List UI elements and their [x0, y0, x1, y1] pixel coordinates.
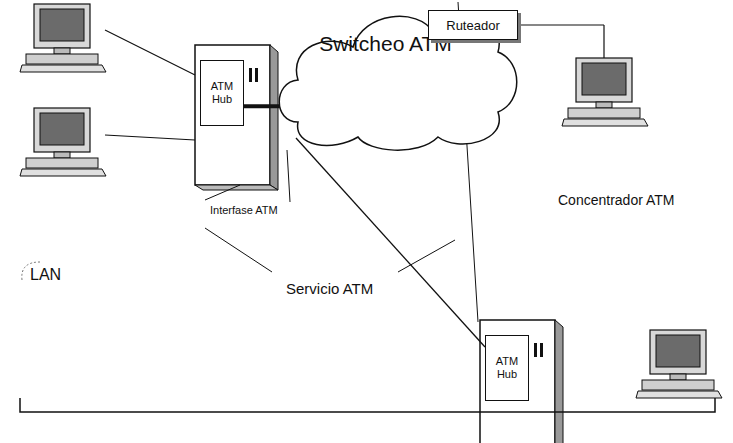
node-text: ATM Hub: [488, 355, 526, 380]
computer-icon: [20, 108, 106, 176]
hub-mark: [249, 68, 252, 82]
hub-mark: [534, 343, 537, 357]
computer-icon: [562, 58, 648, 126]
interface-label: Interfase ATM: [208, 204, 280, 216]
lan-label: LAN: [28, 266, 63, 284]
bracket-line: [205, 185, 240, 200]
bracket-line: [287, 150, 290, 202]
hub-tower-side: [555, 320, 563, 443]
wire: [105, 135, 195, 140]
lan-bracket: [20, 398, 715, 412]
node-text: ATM Hub: [203, 80, 241, 105]
service-label: Servicio ATM: [284, 280, 375, 297]
hub-module: ATM Hub: [200, 60, 244, 126]
wire: [105, 30, 195, 75]
bracket-line: [205, 228, 272, 272]
wire: [520, 24, 604, 25]
hub-tower: [195, 45, 270, 185]
hub-tower-base: [195, 185, 278, 190]
node-text: Ruteador: [446, 18, 499, 33]
bracket-line: [398, 240, 455, 272]
computer-icon: [20, 4, 106, 72]
router-box: Ruteador: [428, 10, 518, 40]
hub-tower: [480, 320, 555, 443]
hub-tower-side: [270, 45, 278, 190]
hub-mark: [255, 68, 258, 82]
link-line: [296, 138, 485, 347]
concentrator-label: Concentrador ATM: [556, 192, 676, 208]
wire: [603, 25, 604, 58]
hub-module: ATM Hub: [485, 335, 529, 401]
hub-mark: [540, 343, 543, 357]
computer-icon: [636, 330, 722, 398]
